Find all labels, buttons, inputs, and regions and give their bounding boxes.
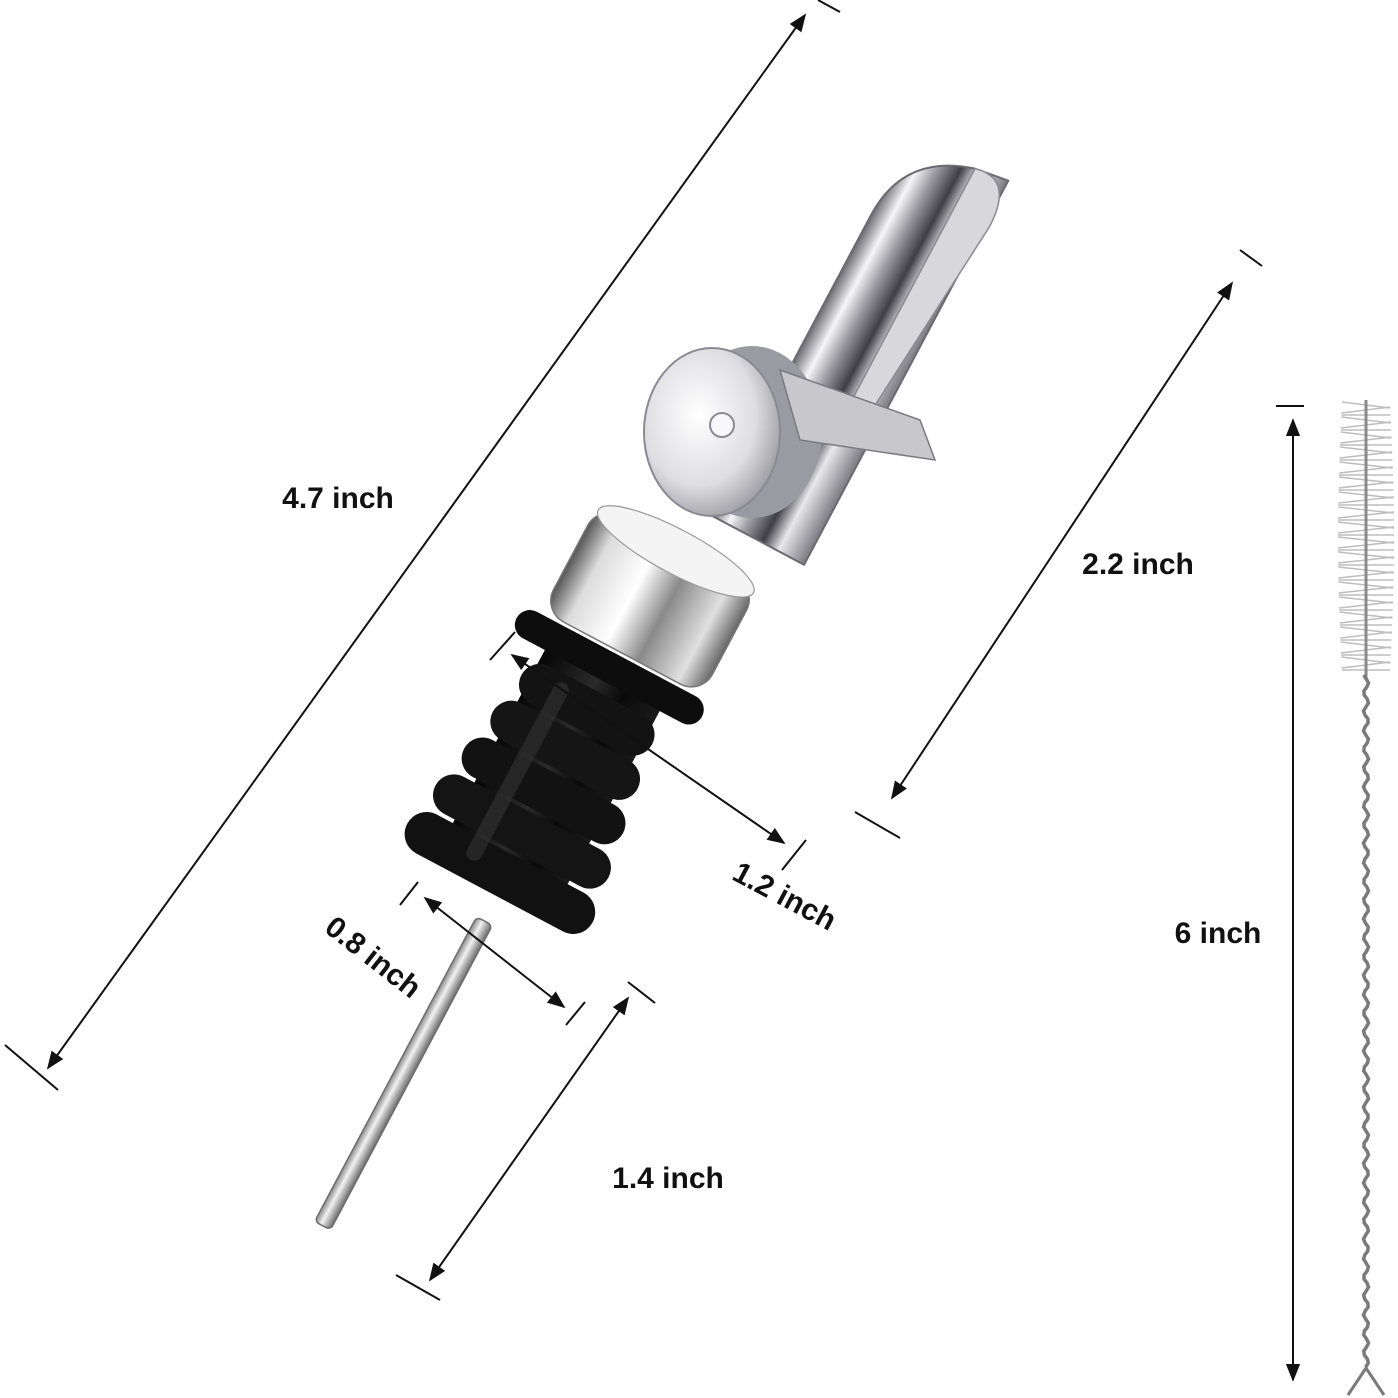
stopper-width-dimension [489, 631, 807, 871]
brush-length-dimension [1276, 405, 1304, 1382]
wire-loop [1346, 1365, 1386, 1396]
spout-length-dimension [854, 249, 1263, 839]
tip-width-label: 0.8 inch [319, 910, 427, 1005]
overall-length-dimension [4, 0, 841, 1091]
air-tube-length-label: 1.4 inch [612, 1162, 724, 1195]
air-tube-length-dimension [395, 981, 656, 1301]
overall-length-label: 4.7 inch [282, 482, 394, 515]
bottle-pourer-illustration [315, 164, 1010, 1229]
cleaning-brush-illustration [1337, 400, 1395, 1396]
brush-bristles [1337, 400, 1395, 680]
brush-length-label: 6 inch [1175, 917, 1262, 950]
spout-length-label: 2.2 inch [1082, 548, 1194, 581]
twisted-wire [1361, 674, 1371, 1368]
brush-wire-handle [1346, 674, 1386, 1396]
dimension-lines [4, 0, 1304, 1382]
